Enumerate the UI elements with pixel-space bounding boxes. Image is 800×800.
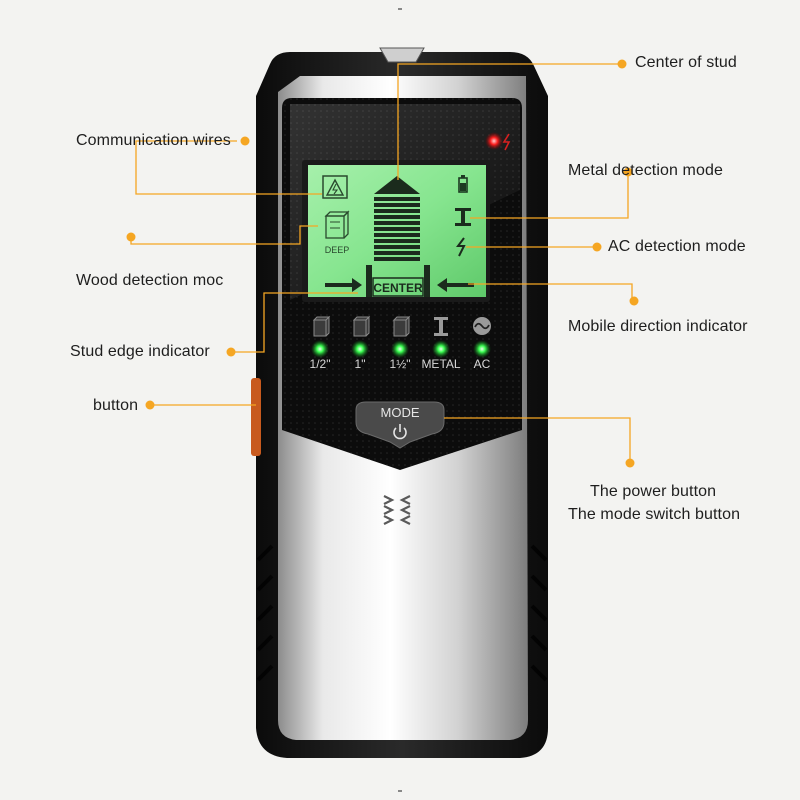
- wood-block-icon: [312, 315, 331, 337]
- arrow-right-icon: [325, 278, 362, 292]
- indicator-label: METAL: [421, 357, 460, 371]
- side-grip-ridges: [256, 544, 548, 682]
- indicator-metal: METAL: [421, 317, 461, 371]
- lightning-icon: [502, 133, 511, 151]
- lcd-deep-text: DEEP: [325, 245, 350, 255]
- ac-lightning-icon: [456, 237, 466, 257]
- lcd-center-box: [372, 277, 424, 297]
- wood-block-icon: [324, 210, 350, 239]
- stud-bar-graph: [374, 176, 420, 261]
- right-edge-bar: [424, 265, 430, 297]
- battery-icon: [458, 175, 468, 193]
- indicator-row: 1/2" 1" 1½" METAL AC: [310, 315, 491, 371]
- led-metal: [432, 340, 450, 358]
- label-ac-detection-mode: AC detection mode: [608, 238, 746, 255]
- warning-icon: [322, 175, 348, 199]
- led-ac: [473, 340, 491, 358]
- label-stud-edge-indicator: Stud edge indicator: [70, 343, 210, 360]
- bottom-dash: [398, 790, 402, 792]
- lcd-screen: DEEP CENTER: [302, 160, 490, 302]
- lcd-center-text: CENTER: [373, 281, 423, 295]
- indicator-label: 1/2": [310, 357, 331, 371]
- label-mode-switch-button: The mode switch button: [568, 506, 741, 523]
- indicator-label: 1½": [390, 357, 411, 371]
- led-one-inch: [351, 340, 369, 358]
- i-beam-icon: [455, 208, 471, 226]
- led-one-half-inch: [391, 340, 409, 358]
- label-communication-wires: Communication wires: [76, 132, 231, 149]
- indicator-one-inch: 1": [351, 315, 371, 371]
- label-wood-detection-mode: Wood detection moc: [76, 272, 224, 289]
- label-power-mode-buttons: The power button The mode switch button: [568, 480, 740, 526]
- indicator-one-half-inch: 1½": [390, 315, 411, 371]
- side-button[interactable]: [251, 378, 261, 456]
- indicator-label: AC: [474, 357, 491, 371]
- wood-block-icon: [392, 315, 411, 337]
- indicator-half-inch: 1/2": [310, 315, 331, 371]
- left-edge-bar: [366, 265, 372, 297]
- indicator-ac: AC: [473, 317, 491, 371]
- mode-button-label: MODE: [381, 405, 420, 420]
- i-beam-icon: [434, 317, 448, 336]
- led-half-inch: [311, 340, 329, 358]
- wood-block-icon: [352, 315, 371, 337]
- label-power-button: The power button: [590, 483, 717, 500]
- arrow-left-icon: [437, 278, 474, 292]
- label-button: button: [93, 397, 139, 414]
- callout-dots: [126, 59, 639, 468]
- label-center-of-stud: Center of stud: [635, 54, 737, 71]
- mode-button[interactable]: MODE: [355, 401, 445, 449]
- center-notch: [379, 47, 425, 63]
- label-metal-detection-mode: Metal detection mode: [568, 162, 723, 179]
- speaker-grille: [383, 495, 411, 525]
- top-dash: [398, 8, 402, 10]
- power-icon: [393, 424, 407, 440]
- label-mobile-direction-indicator: Mobile direction indicator: [568, 318, 748, 335]
- power-led: [485, 132, 503, 150]
- indicator-label: 1": [355, 357, 366, 371]
